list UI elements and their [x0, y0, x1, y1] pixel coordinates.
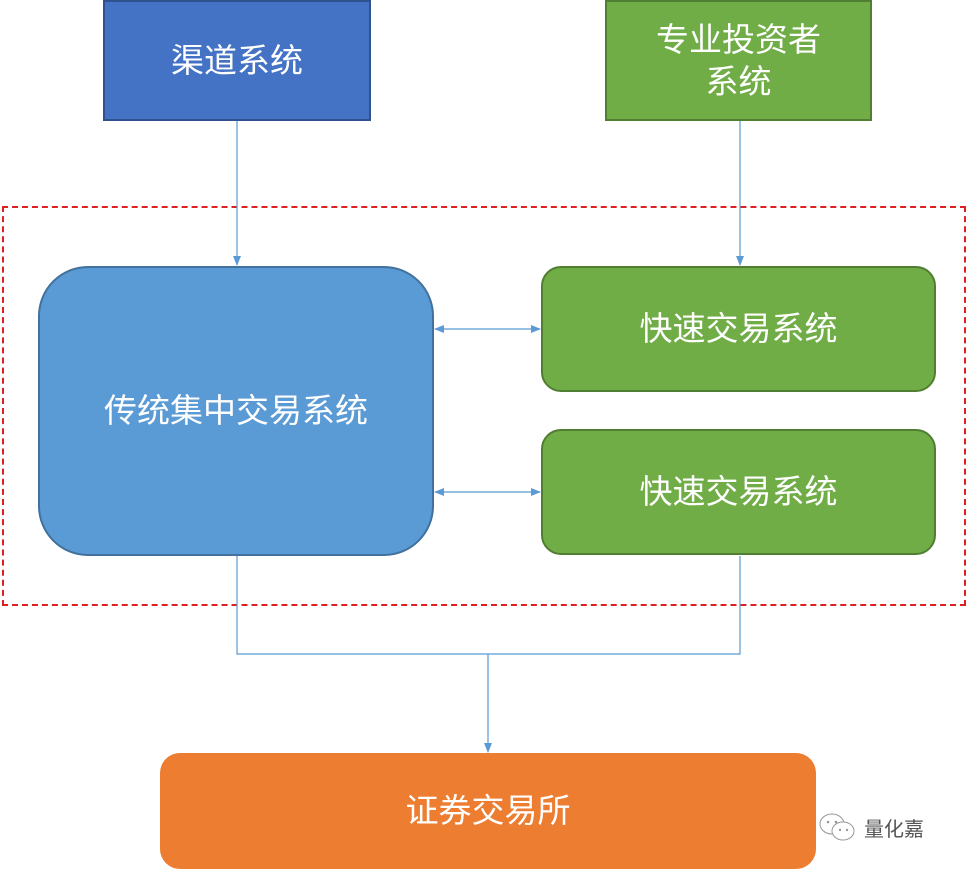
node-label: 传统集中交易系统 [104, 391, 368, 430]
node-label: 专业投资者 系统 [656, 19, 821, 101]
fast-trading-system-node-2: 快速交易系统 [541, 429, 936, 555]
node-label: 快速交易系统 [639, 472, 838, 511]
boundary-dashed-box [2, 206, 966, 606]
node-label: 快速交易系统 [639, 309, 838, 348]
central-trading-system-node: 传统集中交易系统 [38, 266, 434, 556]
stock-exchange-node: 证券交易所 [160, 753, 816, 869]
professional-investor-system-node: 专业投资者 系统 [605, 0, 872, 121]
channel-system-node: 渠道系统 [103, 0, 371, 121]
merge-line [236, 556, 741, 655]
node-label: 证券交易所 [405, 791, 571, 830]
fast-trading-system-node-1: 快速交易系统 [541, 266, 936, 392]
watermark: 量化嘉 [818, 812, 924, 842]
node-label: 渠道系统 [171, 40, 303, 80]
wechat-icon [819, 813, 855, 841]
watermark-text: 量化嘉 [864, 816, 924, 841]
